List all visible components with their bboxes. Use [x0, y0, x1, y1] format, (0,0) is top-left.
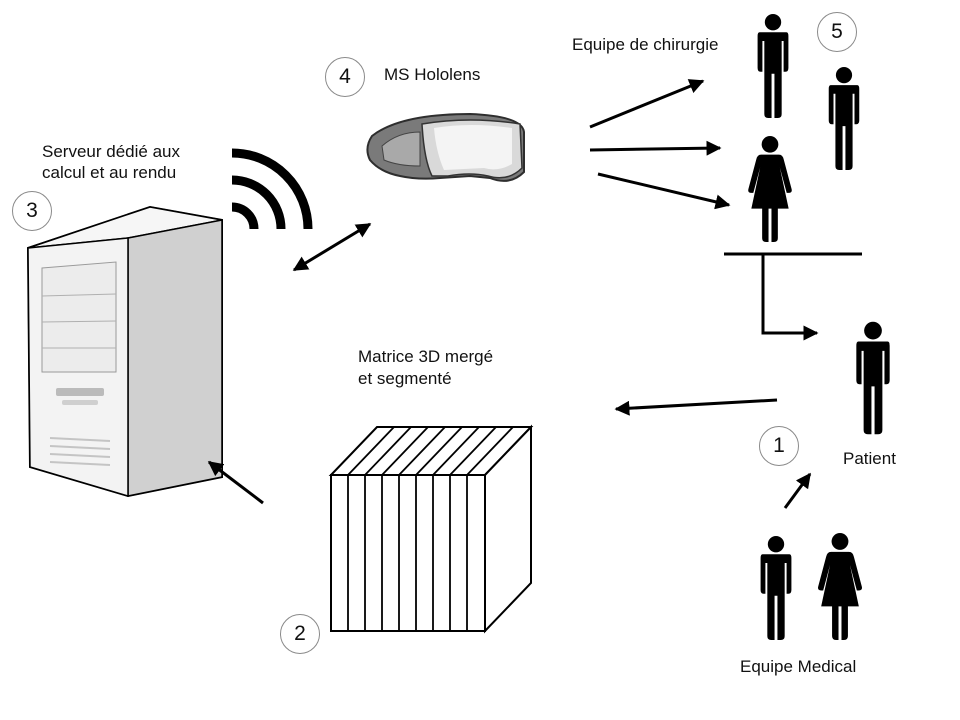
matrix-label-line1: Matrice 3D mergé — [358, 347, 494, 366]
arrow-icon — [589, 79, 705, 129]
connector-line — [724, 252, 862, 341]
medical-woman-icon — [818, 533, 862, 640]
step-badge-4: 4 — [325, 57, 365, 97]
arrow-icon — [597, 172, 731, 210]
medical-man-icon — [760, 536, 792, 640]
server-tower-icon — [26, 205, 223, 498]
patient-label: Patient — [843, 449, 896, 468]
arrow-icon — [589, 140, 722, 156]
arrow-icon — [207, 460, 264, 505]
arrow-icon — [614, 398, 778, 416]
step-badge-1: 1 — [759, 426, 799, 466]
data-cube-icon — [328, 424, 534, 634]
vr-headset-icon — [366, 112, 525, 182]
server-label-line2: calcul et au rendu — [42, 163, 177, 182]
arrow-icon — [292, 222, 372, 272]
medical-team-label: Equipe Medical — [740, 657, 857, 676]
arrow-icon — [783, 472, 812, 509]
surgeon-man-icon — [757, 14, 789, 118]
matrix-label-line2: et segmenté — [358, 369, 452, 388]
step-badge-2: 2 — [280, 614, 320, 654]
surgeon-woman-icon — [748, 136, 792, 242]
server-label-line1: Serveur dédié aux — [42, 142, 180, 161]
step-badge-5: 5 — [817, 12, 857, 52]
surgery-team-label: Equipe de chirurgie — [572, 35, 719, 54]
wifi-signal-icon — [231, 148, 313, 230]
step-badge-3: 3 — [12, 191, 52, 231]
hololens-label: MS Hololens — [384, 65, 481, 84]
surgeon-man-icon — [828, 67, 860, 170]
flow-arrows — [207, 79, 812, 509]
patient-icon — [856, 321, 890, 435]
